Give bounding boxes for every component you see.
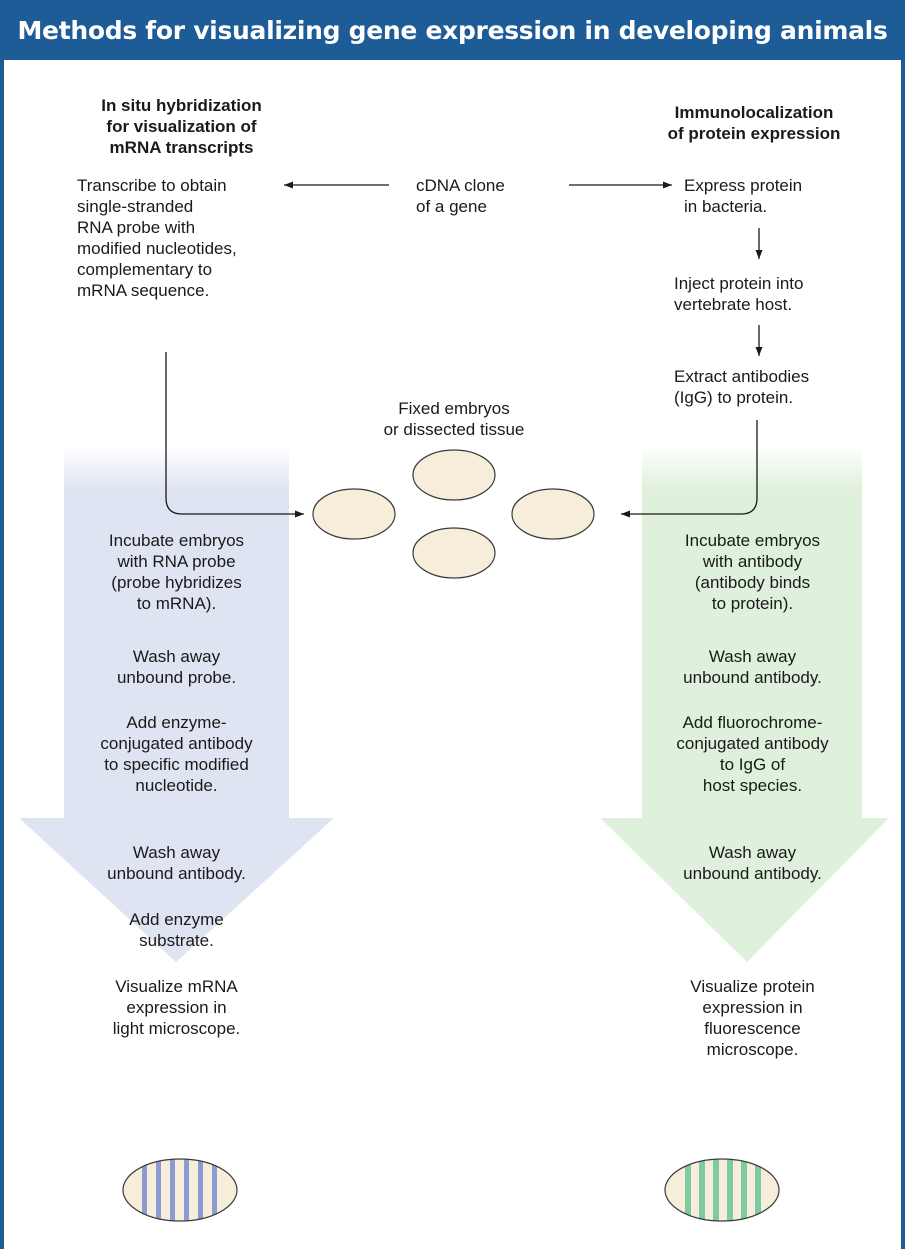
diagram-canvas [19, 181, 889, 1222]
arrow-probe-to-embryos [165, 352, 304, 518]
fixed-embryos-label: Fixed embryos or dissected tissue [383, 399, 525, 439]
right-step-incubate: Incubate embryos with antibody (antibody… [684, 531, 821, 613]
left-step-add-substrate: Add enzyme substrate. [129, 910, 224, 950]
left-column-arrow [19, 445, 334, 962]
left-step-visualize: Visualize mRNA expression in light micro… [112, 977, 241, 1038]
cdna-clone-label: cDNA clone of a gene [416, 176, 505, 216]
left-step-incubate: Incubate embryos with RNA probe (probe h… [108, 531, 245, 613]
express-protein-step: Express protein in bacteria. [684, 176, 803, 216]
extract-antibodies-step: Extract antibodies (IgG) to protein. [674, 367, 810, 407]
result-embryo-protein [664, 1158, 780, 1222]
left-step-wash-probe: Wash away unbound probe. [116, 647, 237, 687]
left-step-wash-antibody: Wash away unbound antibody. [107, 843, 246, 883]
figure-title: Methods for visualizing gene expression … [17, 16, 888, 45]
title-bar: Methods for visualizing gene expression … [4, 0, 901, 60]
embryo-bottom [412, 527, 496, 579]
embryo-top [412, 449, 496, 501]
right-column-arrow [600, 445, 889, 962]
right-step-add-fluorochrome: Add fluorochrome- conjugated antibody to… [676, 713, 829, 795]
embryo-right [511, 488, 595, 540]
right-column-header: Immunolocalization of protein expression [667, 103, 841, 143]
inject-protein-step: Inject protein into vertebrate host. [674, 274, 804, 314]
left-column-header: In situ hybridization for visualization … [101, 96, 262, 157]
right-step-wash-antibody: Wash away unbound antibody. [683, 647, 822, 687]
right-step-visualize: Visualize protein expression in fluoresc… [690, 977, 815, 1059]
embryo-left [312, 488, 396, 540]
left-step-add-antibody: Add enzyme- conjugated antibody to speci… [100, 713, 253, 795]
right-step-wash-antibody-2: Wash away unbound antibody. [683, 843, 822, 883]
result-embryo-mrna [122, 1158, 238, 1222]
transcribe-step: Transcribe to obtain single-stranded RNA… [77, 176, 237, 300]
arrow-antibodies-to-embryos [621, 420, 758, 518]
